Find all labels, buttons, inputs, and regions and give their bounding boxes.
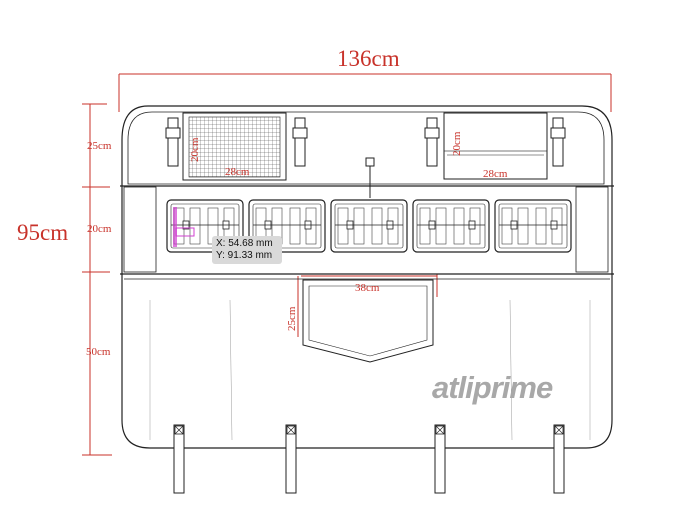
tool-compartment xyxy=(330,199,408,253)
cursor-x-readout: X: 54.68 mm xyxy=(216,238,273,249)
total-width-label: 136cm xyxy=(337,46,400,71)
bottom-panel-lines xyxy=(149,299,591,441)
middle-section-height-label: 20cm xyxy=(87,223,112,235)
cursor-coordinate-tooltip: X: 54.68 mm Y: 91.33 mm xyxy=(212,236,282,264)
top-straps xyxy=(165,117,566,198)
bag-body xyxy=(120,105,614,449)
tool-compartment xyxy=(494,199,572,253)
left-pocket-width-label: 28cm xyxy=(225,166,250,178)
hanging-strap xyxy=(285,424,297,494)
left-top-pocket xyxy=(182,112,287,181)
center-pocket xyxy=(302,279,434,363)
bottom-section-height-label: 50cm xyxy=(86,346,111,358)
bottom-straps xyxy=(173,424,565,494)
hanging-strap xyxy=(434,424,446,494)
left-pocket-height-label: 20cm xyxy=(189,137,201,162)
dimension-lines xyxy=(82,73,612,456)
top-section-height-label: 25cm xyxy=(87,140,112,152)
hanging-strap xyxy=(553,424,565,494)
center-pocket-height-label: 25cm xyxy=(286,306,298,331)
tool-compartments xyxy=(166,199,572,253)
right-pocket-width-label: 28cm xyxy=(483,168,508,180)
right-top-pocket xyxy=(443,112,548,180)
hanging-strap xyxy=(173,424,185,494)
center-pocket-width-label: 38cm xyxy=(355,282,380,294)
cursor-y-readout: Y: 91.33 mm xyxy=(216,250,273,261)
right-pocket-height-label: 20cm xyxy=(451,131,463,156)
tool-compartment xyxy=(412,199,490,253)
brand-logo: atliprime xyxy=(432,370,553,405)
cursor-marker xyxy=(173,207,195,247)
total-height-label: 95cm xyxy=(17,220,68,245)
